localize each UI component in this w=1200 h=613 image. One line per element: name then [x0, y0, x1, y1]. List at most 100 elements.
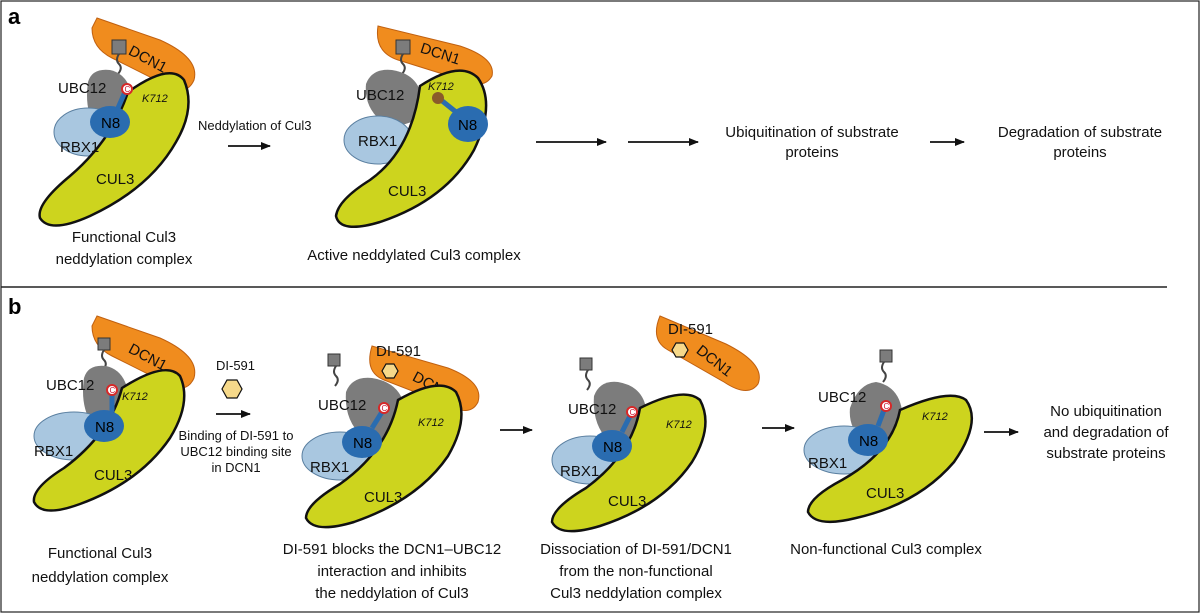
- ubc12-anchor: [327, 353, 341, 367]
- ubc12-label: UBC12: [818, 389, 866, 406]
- arrow-b1-label-line2: UBC12 binding site: [180, 444, 291, 459]
- n8-link: [875, 409, 887, 427]
- caption-a1-line2: neddylation complex: [56, 251, 193, 268]
- cys-site: [626, 406, 638, 418]
- cul3-shape: [806, 394, 974, 524]
- ubc12-label: UBC12: [58, 80, 106, 97]
- cul3-shape: [304, 384, 463, 529]
- n8-shape: [448, 106, 488, 142]
- ubc12-linker: [116, 53, 122, 75]
- n8-label: N8: [458, 117, 477, 134]
- rbx1-label: RBX1: [34, 443, 73, 460]
- n8-link: [439, 98, 458, 114]
- cul3-label: CUL3: [866, 485, 904, 502]
- outcome-line2: and degradation of: [1043, 424, 1169, 441]
- caption-b3-line2: from the non-functional: [559, 563, 712, 580]
- complex-b2: DCN1 DI-591 C UBC12 K712 N8 RBX1 CUL3: [301, 343, 480, 529]
- di591-hexagon: [221, 379, 243, 399]
- n8-shape: [84, 410, 124, 442]
- n8-link: [369, 410, 385, 430]
- cul3-label: CUL3: [364, 489, 402, 506]
- ubc12-linker: [881, 361, 887, 383]
- panel-a-letter: a: [8, 4, 21, 29]
- n8-shape: [848, 424, 888, 456]
- ubc12-anchor: [97, 337, 111, 351]
- rbx1-label: RBX1: [60, 139, 99, 156]
- rbx1-label: RBX1: [310, 459, 349, 476]
- cys-label: C: [630, 408, 636, 417]
- ubc12-label: UBC12: [46, 377, 94, 394]
- n8-label: N8: [101, 115, 120, 132]
- k712-label: K712: [922, 411, 948, 423]
- rbx1-label: RBX1: [808, 455, 847, 472]
- ubc12-anchor: [579, 357, 593, 371]
- inhibitor-label: DI-591: [216, 358, 255, 373]
- n8-shape: [90, 106, 130, 138]
- cys-site: [880, 400, 892, 412]
- di591-hexagon: [381, 363, 399, 379]
- caption-a1-line1: Functional Cul3: [72, 229, 176, 246]
- k712-label: K712: [142, 93, 168, 105]
- k712-label: K712: [418, 417, 444, 429]
- step-a3-line2: proteins: [785, 144, 838, 161]
- panel-b-letter: b: [8, 294, 21, 319]
- cul3-shape: [550, 393, 707, 533]
- step-a3-line1: Ubiquitination of substrate: [725, 124, 898, 141]
- ubc12-anchor: [111, 39, 127, 55]
- rbx1-label: RBX1: [560, 463, 599, 480]
- cul3-label: CUL3: [388, 183, 426, 200]
- n8-link: [619, 414, 633, 434]
- cul3-shape: [38, 72, 190, 227]
- caption-b1-line2: neddylation complex: [32, 569, 169, 586]
- k712-label: K712: [428, 81, 454, 93]
- ubc12-label: UBC12: [568, 401, 616, 418]
- n8-shape: [342, 426, 382, 458]
- dcn1-shape: [655, 315, 760, 391]
- cul3-label: CUL3: [608, 493, 646, 510]
- caption-b2-line2: interaction and inhibits: [317, 563, 466, 580]
- lys-site: [432, 92, 444, 104]
- arrow-b1-label-line1: Binding of DI-591 to: [179, 428, 294, 443]
- step-a4-line1: Degradation of substrate: [998, 124, 1162, 141]
- caption-b3-line1: Dissociation of DI-591/DCN1: [540, 541, 732, 558]
- di591-hexagon: [671, 342, 689, 358]
- complex-b1: DCN1 C UBC12 K712 N8 RBX1 CUL3: [32, 315, 196, 512]
- cul3-label: CUL3: [96, 171, 134, 188]
- caption-b1-line1: Functional Cul3: [48, 545, 152, 562]
- n8-label: N8: [353, 435, 372, 452]
- k712-label: K712: [122, 391, 148, 403]
- ubc12-shape: [365, 69, 422, 125]
- ubc12-linker: [400, 53, 406, 75]
- n8-shape: [592, 430, 632, 462]
- ubc12-linker: [333, 365, 339, 387]
- step-a4-line2: proteins: [1053, 144, 1106, 161]
- complex-a1: DCN1 C UBC12 K712 N8 RBX1 CUL3: [38, 17, 196, 227]
- cys-label: C: [382, 404, 388, 413]
- ubc12-anchor: [395, 39, 411, 55]
- arrow-a1-label: Neddylation of Cul3: [198, 118, 311, 133]
- n8-label: N8: [859, 433, 878, 450]
- caption-b2-line3: the neddylation of Cul3: [315, 585, 468, 602]
- cys-label: C: [125, 85, 131, 94]
- caption-b4: Non-functional Cul3 complex: [790, 541, 982, 558]
- complex-b3: DCN1 DI-591 C UBC12 K712 N8 RBX1 CUL3: [550, 315, 760, 533]
- caption-a2: Active neddylated Cul3 complex: [307, 247, 521, 264]
- cys-site: [121, 83, 133, 95]
- k712-label: K712: [666, 419, 692, 431]
- cul3-shape: [334, 69, 488, 229]
- ubc12-label: UBC12: [318, 397, 366, 414]
- outcome-line3: substrate proteins: [1046, 445, 1165, 462]
- caption-b2-line1: DI-591 blocks the DCN1–UBC12: [283, 541, 501, 558]
- ubc12-anchor: [879, 349, 893, 363]
- cys-site: [106, 384, 118, 396]
- complex-b4: C UBC12 K712 N8 RBX1 CUL3: [803, 349, 974, 524]
- di591-label: DI-591: [668, 321, 713, 338]
- n8-link: [115, 90, 128, 110]
- ubc12-linker: [585, 369, 591, 391]
- complex-a2: DCN1 UBC12 K712 N8 RBX1 CUL3: [334, 25, 493, 229]
- arrow-b1-label-line3: in DCN1: [211, 460, 260, 475]
- di591-label: DI-591: [376, 343, 421, 360]
- cys-site: [378, 402, 390, 414]
